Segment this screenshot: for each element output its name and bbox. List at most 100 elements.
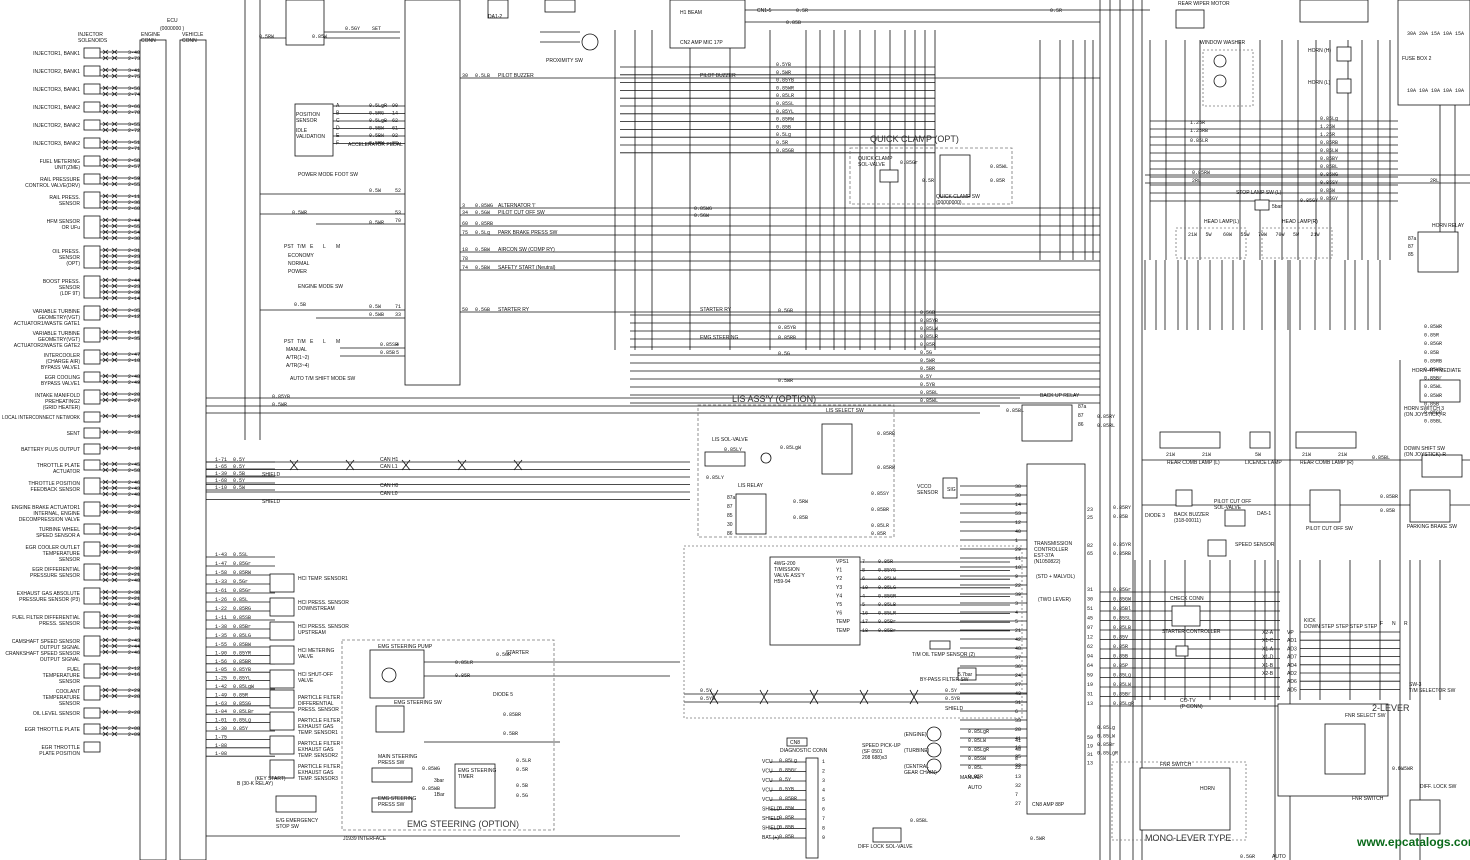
right-mid-pin: 31 xyxy=(1087,587,1093,593)
vehicle-pin-number: 1-47 xyxy=(215,561,227,567)
rear-lamp-bulb: 21W xyxy=(1166,452,1175,458)
tc-pin: 35 xyxy=(1015,754,1021,760)
left-component-symbol xyxy=(83,611,101,629)
fnr-select-label: FNR SELECT SW xyxy=(1345,713,1386,719)
horn-low xyxy=(1336,78,1352,94)
right-mid-pin: 94 xyxy=(1087,654,1093,660)
right-mid-pin: 13 xyxy=(1087,701,1093,707)
vehicle-wire-code: 0.85LBr xyxy=(233,709,254,715)
twist-mark xyxy=(102,217,109,223)
pm-wire2: 0.5WR xyxy=(292,210,307,216)
hr-pin: 85 xyxy=(1408,252,1414,258)
tc-pin: 27 xyxy=(1015,682,1021,688)
tm-valve-wire: 0.85LW xyxy=(878,576,896,582)
twist-mark xyxy=(111,589,118,595)
left-component-label-line: BYPASS VALVE1 xyxy=(41,365,80,371)
main-steering-label-line: MAIN STEERING xyxy=(378,754,418,760)
twist-mark xyxy=(102,589,109,595)
can-shield-2: SHIELD xyxy=(262,499,280,505)
rb-wire: 0.85LW xyxy=(1097,734,1115,740)
right-edge-wire: 0.85WR xyxy=(1424,367,1442,373)
twist-mark xyxy=(102,283,109,289)
twist-mark xyxy=(111,357,118,363)
ecu-pin-number: 2-29 xyxy=(128,688,140,694)
left-component-symbol xyxy=(83,191,101,209)
bypass-label: BY-PASS FILTER SW xyxy=(920,677,969,683)
back-buzzer xyxy=(1175,489,1193,507)
quick-clamp-box xyxy=(849,147,1013,205)
mid-wire: 0.85YB xyxy=(778,325,796,331)
mid-wire-code: 0.85LW xyxy=(920,326,938,332)
speed-pickup-part: (TURBINE) xyxy=(904,748,930,754)
twist-mark xyxy=(102,725,109,731)
vehicle-wire-code: 0.85R xyxy=(233,692,248,698)
speed-pickup-sensor xyxy=(926,742,942,758)
left-component-symbol xyxy=(83,137,101,149)
twist-mark xyxy=(111,247,118,253)
vehicle-pin-number: 1-43 xyxy=(215,552,227,558)
ecu-pin-number: 2-11 xyxy=(128,330,140,336)
vehicle-wire-code: 0.5Y xyxy=(233,457,245,463)
tm-wire: 0.5YB xyxy=(945,696,960,702)
wire-layer xyxy=(100,0,1470,860)
auto-tm-col: T/M xyxy=(297,339,306,345)
right-mid-pin: 19 xyxy=(1087,682,1093,688)
top-wire: 0.85B xyxy=(786,20,801,26)
signal-wire: 0.85RB xyxy=(475,221,493,227)
qc-wire: 0.5R xyxy=(922,178,934,184)
accel-num: 90 xyxy=(392,103,398,109)
rear-lamp-bulb: 21W xyxy=(1338,452,1347,458)
top-wire: 0.5R xyxy=(1050,8,1062,14)
left-component-label-line: TEMPERATURE xyxy=(43,551,81,557)
mid-wire: 0.85WG xyxy=(694,206,712,212)
twist-mark xyxy=(111,643,118,649)
ecu-pin-number: 2-75 xyxy=(128,74,140,80)
kickdown-col: N xyxy=(1392,621,1396,627)
sp-wire: 0.85LW xyxy=(968,738,986,744)
ps-pin: 82 xyxy=(1087,543,1093,549)
twist-mark xyxy=(102,601,109,607)
rb-wire: 0.85Lg xyxy=(1097,725,1115,731)
auto-tm-row: A/TR(1~2) xyxy=(286,355,310,361)
twist-mark xyxy=(111,543,118,549)
diag-cn-label-box xyxy=(786,737,808,747)
lis-wire: 0.85LR xyxy=(871,523,889,529)
signal-pin: 75 xyxy=(462,230,468,236)
signal-label: PARK BRAKE PRESS SW xyxy=(498,230,558,236)
twist-mark xyxy=(111,85,118,91)
signal-wire: 0.5GB xyxy=(475,307,490,313)
can-shield: SHIELD xyxy=(262,472,280,478)
right-edge-wire: 0.85RB xyxy=(1424,358,1442,364)
tc-pin: 37 xyxy=(1015,655,1021,661)
mid-wire-code: 0.85LR xyxy=(920,334,938,340)
engine-mode-col: E xyxy=(310,244,314,250)
signal-wire: 0.5GW xyxy=(475,210,490,216)
aftertreatment-sensor-label-line: VALVE xyxy=(298,654,314,660)
backup-relay-label: BACK UP RELAY xyxy=(1040,393,1080,399)
diag-wire: 0.5YB xyxy=(779,787,794,793)
diag-wire: 0.85W xyxy=(779,806,794,812)
auto-tm-col: M xyxy=(336,339,340,345)
sp-num: 7 xyxy=(1015,792,1018,798)
mid-wire-code: 0.85WL xyxy=(920,398,938,404)
emg-steering-box xyxy=(341,639,555,831)
rb-wire: 0.5W xyxy=(1392,766,1404,772)
head-lamp-bulb: 21W xyxy=(1188,232,1197,238)
vehicle-wire-code: 0.85L xyxy=(233,597,248,603)
rb-auto: AUTO xyxy=(1272,854,1286,860)
head-lamp-bulb: 21W xyxy=(1311,232,1320,238)
ecu-vehicle-conn-label-line: CONN xyxy=(182,38,197,44)
top-wire: SET xyxy=(372,26,381,32)
signal-pin: 18 xyxy=(462,247,468,253)
proximity-label: PROXIMITY SW xyxy=(546,58,583,64)
cn1-label: CN1-5 xyxy=(757,8,772,14)
twist-mark xyxy=(111,531,118,537)
br-wire: 0.85RY xyxy=(1097,414,1115,420)
left-component-label: LOCAL INTERCONNECT NETWORK xyxy=(2,415,81,421)
left-component-label-line: OIL PRESS. xyxy=(52,249,80,255)
right-mid-wire: 0.85Bl xyxy=(1113,606,1131,612)
speed-pickup-part-line: (CENTRAL xyxy=(904,764,929,770)
twist-mark xyxy=(111,67,118,73)
